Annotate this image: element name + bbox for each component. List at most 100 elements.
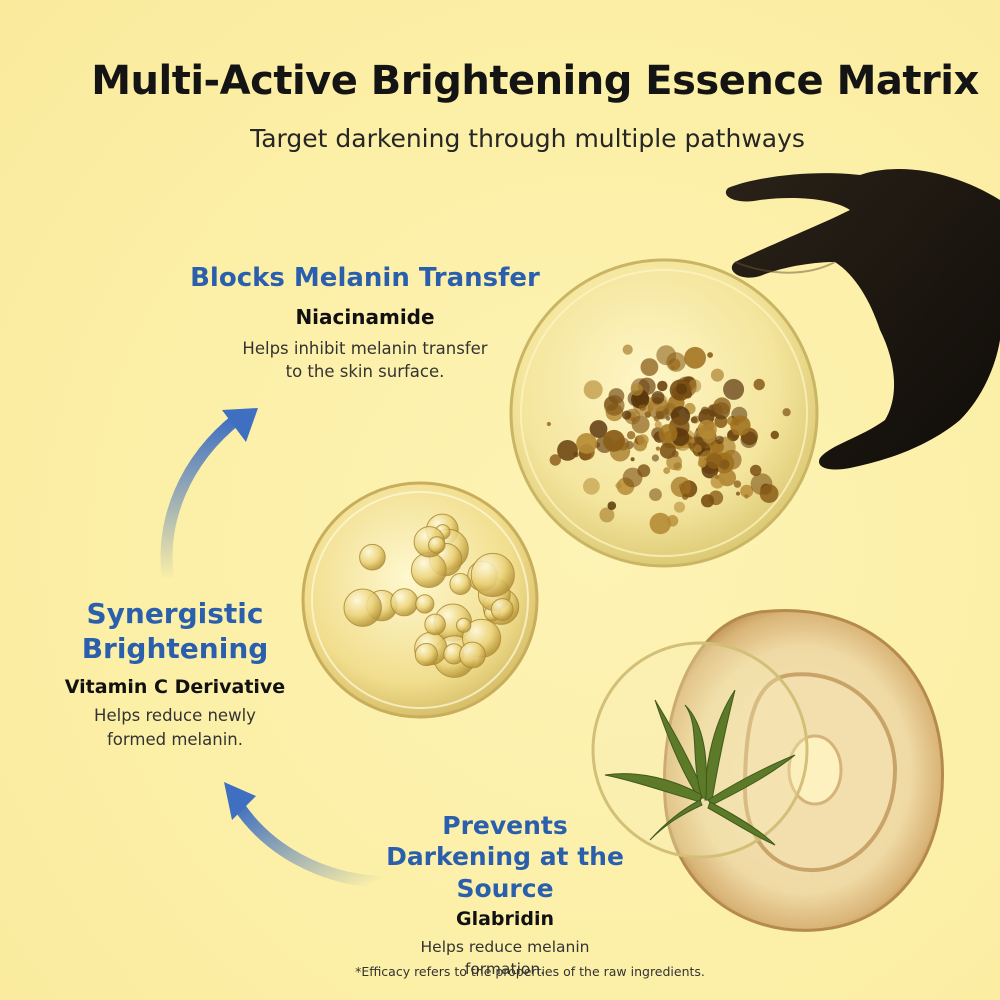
melanin-speck — [599, 507, 615, 523]
melanin-speck — [649, 512, 671, 535]
oil-bubble — [343, 588, 382, 627]
melanin-speck — [730, 415, 751, 436]
melanin-speck — [707, 352, 713, 358]
oil-bubble — [390, 588, 419, 617]
melanin-speck — [622, 410, 632, 420]
melanin-speck — [710, 368, 724, 382]
melanin-speck — [715, 435, 724, 445]
melanin-speck — [583, 380, 603, 400]
melanin-speck — [753, 378, 765, 391]
hand-silhouette-icon — [725, 169, 1000, 470]
melanin-speck — [744, 494, 749, 499]
melanin-speck — [733, 480, 742, 488]
melanin-speck — [607, 501, 617, 511]
curved-arrow-left-icon — [224, 782, 384, 888]
melanin-speck — [663, 467, 671, 474]
melanin-speck — [640, 358, 659, 376]
pathway-block-niacinamide: Blocks Melanin Transfer Niacinamide Help… — [180, 262, 550, 384]
melanin-speck — [583, 477, 600, 495]
oil-bubble — [490, 598, 514, 621]
melanin-speck — [701, 494, 715, 508]
melanin-speck — [655, 446, 661, 451]
pathway-ingredient: Glabridin — [455, 907, 555, 930]
oil-bubble — [359, 543, 386, 571]
melanin-speck — [697, 458, 707, 468]
pathway-heading: Blocks Melanin Transfer — [190, 263, 540, 293]
pathway-block-vitamin-c: Synergistic Brightening Vitamin C Deriva… — [50, 596, 300, 752]
melanin-speck — [666, 515, 679, 527]
melanin-speck — [759, 484, 779, 503]
melanin-speck — [630, 457, 635, 462]
melanin-speck — [651, 391, 665, 404]
pathway-block-glabridin: Prevents Darkening at the Source Glabrid… — [370, 810, 640, 981]
melanin-speck — [576, 433, 597, 454]
melanin-speck — [651, 454, 660, 462]
melanin-speck — [670, 476, 692, 497]
melanin-speck — [736, 491, 740, 496]
melanin-speck — [657, 380, 668, 392]
melanin-speck — [603, 429, 625, 452]
pathway-description: Helps inhibit melanin transfer to the sk… — [242, 338, 488, 382]
melanin-speck — [740, 484, 754, 498]
melanin-speck — [723, 378, 745, 400]
melanin-speck — [626, 431, 636, 440]
melanin-speck — [688, 379, 702, 393]
melanin-speck — [693, 444, 702, 453]
melanin-speck — [604, 396, 619, 411]
melanin-speck — [740, 431, 758, 449]
melanin-speck — [656, 345, 677, 366]
oil-bubble — [459, 641, 486, 669]
melanin-speck — [682, 493, 689, 500]
melanin-speck — [770, 430, 779, 440]
melanin-speck — [639, 403, 647, 411]
pathway-ingredient: Niacinamide — [295, 304, 435, 329]
pathway-heading: Synergistic Brightening — [81, 597, 269, 665]
oil-bubble — [456, 617, 472, 633]
melanin-speck — [546, 421, 552, 427]
herb-dish-icon — [591, 641, 809, 859]
melanin-speck — [589, 420, 608, 438]
efficacy-footnote: *Efficacy refers to the properties of th… — [355, 964, 705, 979]
melanin-speck — [637, 434, 649, 446]
oil-bubble — [414, 642, 438, 667]
oil-bubble — [410, 552, 447, 588]
melanin-speck — [573, 451, 579, 458]
pathway-ingredient: Vitamin C Derivative — [64, 676, 286, 698]
melanin-speck — [706, 452, 723, 469]
melanin-speck — [630, 383, 643, 396]
melanin-speck — [649, 488, 662, 501]
pathway-description: Helps reduce newly formed melanin. — [94, 706, 256, 749]
melanin-speck — [622, 344, 633, 355]
melanin-speck — [659, 442, 677, 459]
melanin-speck — [557, 440, 578, 461]
oil-bubble — [415, 594, 435, 614]
melanin-speck — [782, 408, 791, 417]
page-title: Multi-Active Brightening Essence Matrix — [91, 58, 979, 104]
melanin-speck — [549, 454, 561, 466]
page-subtitle: Target darkening through multiple pathwa… — [250, 124, 805, 153]
melanin-speck — [676, 383, 688, 395]
curved-arrow-up-icon — [160, 408, 258, 586]
oil-bubble — [449, 573, 472, 595]
bubble-dish-icon — [301, 481, 539, 719]
melanin-speck — [690, 438, 696, 444]
melanin-speck — [691, 415, 700, 424]
melanin-speck — [654, 421, 662, 429]
melanin-speck — [665, 415, 671, 421]
pathway-description: Helps reduce melanin formation. — [420, 937, 590, 979]
pathway-heading: Prevents Darkening at the Source — [386, 811, 624, 903]
melanin-speck — [622, 467, 643, 488]
oil-bubble — [470, 552, 515, 598]
melanin-speck — [673, 501, 686, 513]
oil-bubble — [428, 536, 446, 554]
melanin-speck — [684, 346, 706, 369]
melanin-dish-icon — [509, 258, 819, 568]
melanin-speck — [750, 464, 762, 477]
melanin-speck — [702, 429, 716, 444]
melanin-speck — [615, 482, 622, 489]
melanin-speck — [710, 474, 725, 489]
oil-bubble — [424, 613, 446, 636]
melanin-speck — [713, 397, 731, 416]
